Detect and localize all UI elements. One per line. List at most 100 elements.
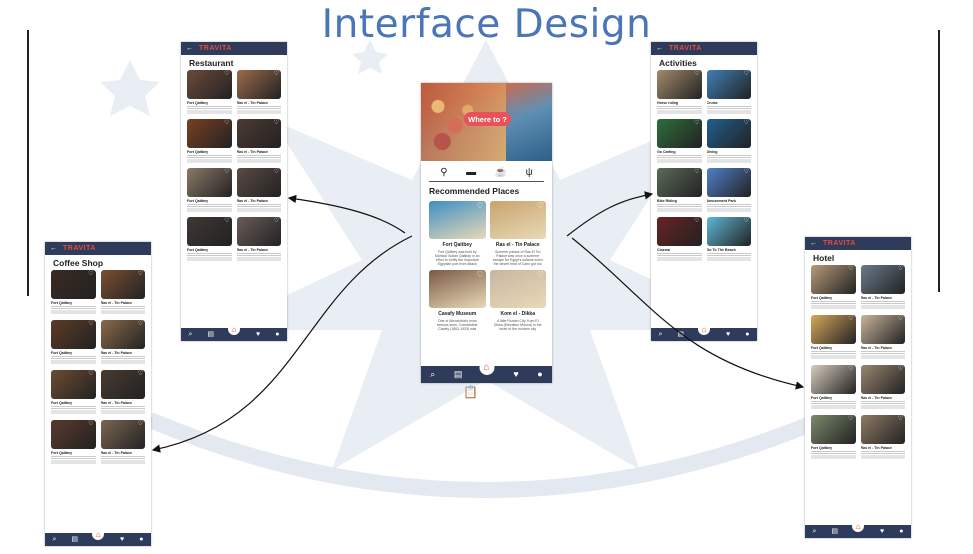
search-icon[interactable]: ⌕ [430,369,436,379]
where-to-button[interactable]: Where to ? [464,112,511,126]
back-arrow-icon[interactable]: ← [810,240,817,247]
place-card[interactable]: ♡Fort Qaitbey [187,119,232,164]
favorite-heart-icon[interactable]: ♡ [137,421,143,427]
favorite-heart-icon[interactable]: ♡ [137,321,143,327]
place-card[interactable]: ♡Ras el - Tin Palace [236,168,281,213]
list-icon[interactable]: ▤ [677,331,685,338]
profile-icon[interactable]: ● [275,331,280,338]
list-icon[interactable]: ▤ [207,331,215,338]
favorite-heart-icon[interactable]: ♡ [536,201,544,210]
place-card[interactable]: ♡Ras el - Tin Palace [100,370,145,415]
favorite-heart-icon[interactable]: ♡ [224,71,230,77]
home-icon[interactable]: ⌂ [228,323,240,335]
place-card[interactable]: ♡Go Carting [657,119,702,164]
favorite-heart-icon[interactable]: ♡ [848,266,854,272]
place-card[interactable]: ♡Ras el - Tin Palace [100,320,145,365]
place-card[interactable]: ♡Fort Qaitbey [811,315,856,360]
favorite-heart-icon[interactable]: ♡ [743,120,749,126]
place-card[interactable]: ♡Ras el - Tin Palace [100,420,145,465]
place-card[interactable]: ♡Fort Qaitbey [187,217,232,262]
favorite-heart-icon[interactable]: ♡ [88,271,94,277]
favorite-heart-icon[interactable]: ♡ [694,120,700,126]
list-icon[interactable]: ▤ [71,536,79,543]
heart-icon[interactable]: ♥ [726,331,731,338]
favorite-heart-icon[interactable]: ♡ [897,266,903,272]
back-arrow-icon[interactable]: ← [656,45,663,52]
search-icon[interactable]: ⌕ [52,536,57,543]
favorite-heart-icon[interactable]: ♡ [897,316,903,322]
hotel-bed-icon[interactable]: ▬ [466,167,477,178]
favorite-heart-icon[interactable]: ♡ [273,71,279,77]
place-card[interactable]: ♡Cinema [657,217,702,262]
favorite-heart-icon[interactable]: ♡ [897,366,903,372]
list-icon[interactable]: ▤ [453,369,463,379]
favorite-heart-icon[interactable]: ♡ [694,169,700,175]
place-card[interactable]: ♡Fort Qaitbey [811,365,856,410]
profile-icon[interactable]: ● [537,369,543,379]
back-arrow-icon[interactable]: ← [186,45,193,52]
favorite-heart-icon[interactable]: ♡ [848,416,854,422]
place-card[interactable]: ♡Horse riding [657,70,702,115]
place-card[interactable]: ♡Ras el - Tin Palace [236,119,281,164]
favorite-heart-icon[interactable]: ♡ [137,371,143,377]
favorite-heart-icon[interactable]: ♡ [848,316,854,322]
favorite-heart-icon[interactable]: ♡ [88,421,94,427]
favorite-heart-icon[interactable]: ♡ [224,218,230,224]
favorite-heart-icon[interactable]: ♡ [743,71,749,77]
home-icon[interactable]: ⌂ [479,360,494,375]
heart-icon[interactable]: ♥ [513,369,519,379]
back-arrow-icon[interactable]: ← [50,245,57,252]
place-card[interactable]: ♡Ras el - Tin Palace [860,365,905,410]
home-icon[interactable]: ⌂ [698,323,710,335]
heart-icon[interactable]: ♥ [120,536,125,543]
profile-icon[interactable]: ● [139,536,144,543]
place-card[interactable]: ♡Ras el - Tin Palace [860,415,905,460]
favorite-heart-icon[interactable]: ♡ [897,416,903,422]
favorite-heart-icon[interactable]: ♡ [273,120,279,126]
place-card[interactable]: ♡Ras el - Tin Palace [860,315,905,360]
place-card[interactable]: ♡Bike Riding [657,168,702,213]
place-card[interactable]: ♡Ras el - Tin Palace [236,70,281,115]
favorite-heart-icon[interactable]: ♡ [743,218,749,224]
list-icon[interactable]: ▤ [831,528,839,535]
coffee-cup-icon[interactable]: ☕ [494,167,508,178]
favorite-heart-icon[interactable]: ♡ [88,371,94,377]
place-card[interactable]: ♡Fort Qaitbey [187,70,232,115]
search-icon[interactable]: ⌕ [658,331,663,338]
place-card[interactable]: ♡Diving [706,119,751,164]
favorite-heart-icon[interactable]: ♡ [273,218,279,224]
place-card[interactable]: ♡Fort Qaitbey [51,370,96,415]
heart-icon[interactable]: ♥ [256,331,261,338]
place-card[interactable]: ♡Fort Qaitbey [51,320,96,365]
search-icon[interactable]: ⌕ [812,528,817,535]
place-card[interactable]: ♡Ras el - Tin Palace [100,270,145,315]
profile-icon[interactable]: ● [745,331,750,338]
home-icon[interactable]: ⌂ [852,520,864,532]
place-card[interactable]: ♡Fort Qaitbey [811,265,856,310]
place-card[interactable]: ♡Go To The Beach [706,217,751,262]
favorite-heart-icon[interactable]: ♡ [273,169,279,175]
favorite-heart-icon[interactable]: ♡ [224,120,230,126]
home-icon[interactable]: ⌂ [92,528,104,540]
profile-icon[interactable]: ● [899,528,904,535]
favorite-heart-icon[interactable]: ♡ [224,169,230,175]
favorite-heart-icon[interactable]: ♡ [137,271,143,277]
heart-icon[interactable]: ♥ [880,528,885,535]
favorite-heart-icon[interactable]: ♡ [536,270,544,279]
search-icon[interactable]: ⌕ [188,331,193,338]
favorite-heart-icon[interactable]: ♡ [476,201,484,210]
bicycle-icon[interactable]: ⚲ [440,167,448,178]
place-card[interactable]: ♡Cruise [706,70,751,115]
place-card[interactable]: ♡Ras el - Tin Palace [236,217,281,262]
place-card[interactable]: ♡Fort Qaitbey [187,168,232,213]
favorite-heart-icon[interactable]: ♡ [848,366,854,372]
favorite-heart-icon[interactable]: ♡ [694,218,700,224]
favorite-heart-icon[interactable]: ♡ [694,71,700,77]
restaurant-icon[interactable]: ψ [525,167,533,178]
place-card[interactable]: ♡Amusement Park [706,168,751,213]
favorite-heart-icon[interactable]: ♡ [88,321,94,327]
